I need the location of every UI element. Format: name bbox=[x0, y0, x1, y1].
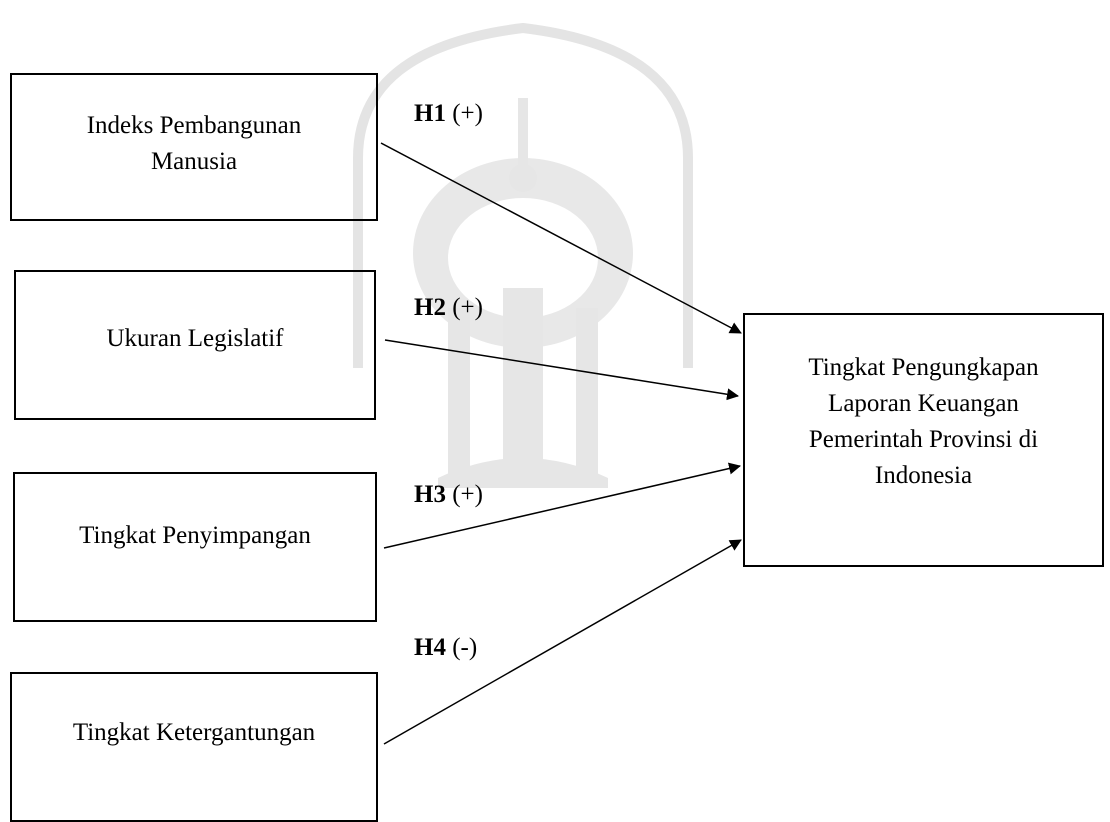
box-label: Tingkat Penyimpangan bbox=[79, 522, 311, 549]
hypothesis-id: H1 bbox=[414, 100, 446, 127]
box-ukuran-legislatif: Ukuran Legislatif bbox=[14, 270, 376, 420]
arrow-h2 bbox=[384, 339, 739, 401]
hypothesis-sign: (+) bbox=[452, 100, 483, 127]
hypothesis-label-h3: H3 (+) bbox=[414, 480, 483, 510]
hypothesis-label-h1: H1 (+) bbox=[414, 99, 483, 129]
arrow-h3 bbox=[383, 462, 741, 549]
hypothesis-sign: (-) bbox=[452, 634, 478, 661]
box-label: Tingkat Ketergantungan bbox=[72, 719, 316, 746]
box-tingkat-ketergantungan: Tingkat Ketergantungan bbox=[10, 672, 378, 822]
box-label: Indeks Pembangunan Manusia bbox=[86, 112, 302, 175]
hypothesis-sign: (+) bbox=[452, 481, 483, 508]
hypothesis-sign: (+) bbox=[452, 294, 483, 321]
box-label: Tingkat Pengungkapan Laporan Keuangan Pe… bbox=[808, 354, 1039, 489]
hypothesis-id: H2 bbox=[414, 294, 446, 321]
hypothesis-label-h4: H4 (-) bbox=[414, 633, 477, 663]
hypothesis-id: H3 bbox=[414, 481, 446, 508]
university-seal-watermark bbox=[353, 22, 693, 488]
hypothesis-id: H4 bbox=[414, 634, 446, 661]
box-tingkat-pengungkapan: Tingkat Pengungkapan Laporan Keuangan Pe… bbox=[743, 313, 1104, 567]
hypothesis-label-h2: H2 (+) bbox=[414, 293, 483, 323]
arrow-h1 bbox=[380, 142, 742, 334]
box-indeks-pembangunan-manusia: Indeks Pembangunan Manusia bbox=[10, 73, 378, 221]
arrow-h4 bbox=[383, 539, 742, 745]
box-label: Ukuran Legislatif bbox=[106, 325, 284, 352]
box-tingkat-penyimpangan: Tingkat Penyimpangan bbox=[13, 472, 377, 622]
